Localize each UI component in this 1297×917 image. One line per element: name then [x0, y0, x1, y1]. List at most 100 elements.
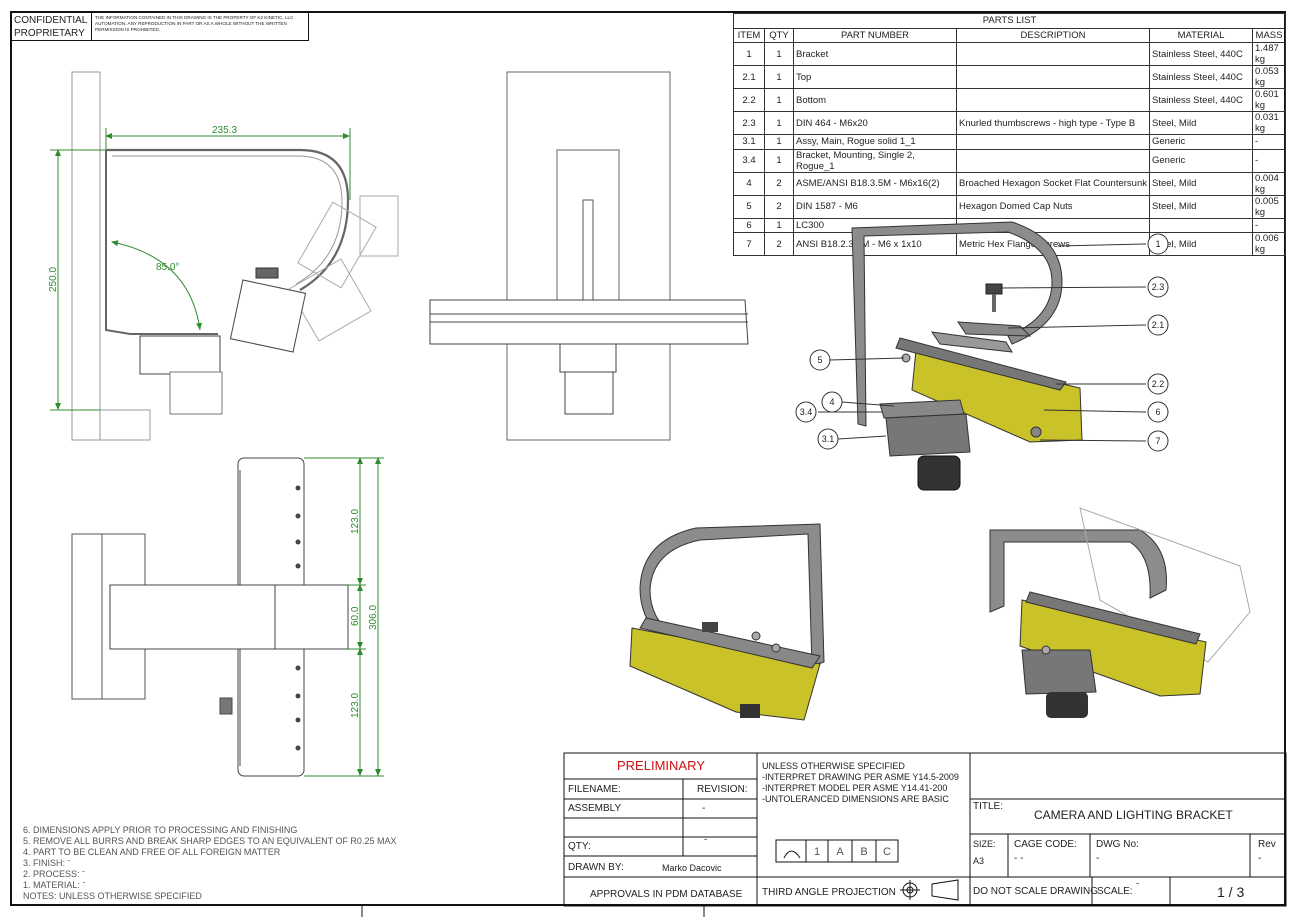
- note-line: 6. DIMENSIONS APPLY PRIOR TO PROCESSING …: [23, 825, 298, 835]
- note-line: 1. MATERIAL: ˉ: [23, 880, 86, 890]
- title-block-grid: [361, 752, 1287, 917]
- note-line: 4. PART TO BE CLEAN AND FREE OF ALL FORE…: [23, 847, 281, 857]
- sheet-number: 1 / 3: [1217, 884, 1245, 900]
- parts-list-cell: 0.004 kg: [1252, 171, 1286, 196]
- parts-list-cell: [956, 88, 1150, 112]
- note-line: 3. FINISH: ˉ: [23, 858, 71, 868]
- general-notes: 6. DIMENSIONS APPLY PRIOR TO PROCESSING …: [23, 825, 396, 902]
- parts-list-cell: Generic: [1149, 148, 1253, 173]
- note-line: NOTES: UNLESS OTHERWISE SPECIFIED: [23, 891, 202, 901]
- balloon-label: 3.4: [800, 407, 813, 417]
- parts-list-cell: 2.1: [733, 65, 765, 89]
- dimension-width-text: 235.3: [212, 125, 237, 136]
- balloon-label: 7: [1155, 436, 1160, 446]
- drawn-by-label: DRAWN BY:: [568, 862, 624, 873]
- balloon-label: 3.1: [822, 434, 835, 444]
- balloon-label: 5: [817, 355, 822, 365]
- parts-list-cell: DIN 1587 - M6: [793, 194, 957, 219]
- revision-value: -: [702, 803, 706, 814]
- rev-value: -: [1258, 853, 1262, 864]
- preliminary-status: PRELIMINARY: [617, 758, 705, 773]
- balloon-label: 1: [1155, 239, 1160, 249]
- dimension-plan-total-text: 306.0: [368, 605, 379, 630]
- parts-list-cell: 0.006 kg: [1252, 232, 1286, 256]
- confidential-divider: [91, 11, 92, 41]
- balloon-label: 6: [1155, 407, 1160, 417]
- drawn-by-value: Marko Dacovic: [662, 863, 722, 873]
- rev-label: Rev: [1258, 839, 1276, 850]
- size-value: A3: [973, 856, 985, 866]
- parts-list-cell: [956, 65, 1150, 89]
- parts-list-cell: 1.487 kg: [1252, 42, 1286, 66]
- parts-list-cell: DIN 464 - M6x20: [793, 111, 957, 135]
- parts-list-cell: 2.2: [733, 88, 765, 112]
- balloon-label: 4: [829, 397, 834, 407]
- plan-view: [71, 457, 349, 777]
- dimension-plan-mid-text: 60.0: [350, 606, 361, 626]
- proprietary-label: PROPRIETARY: [14, 28, 85, 39]
- assembled-isometric-view-right: [989, 507, 1251, 718]
- parts-list-cell: Steel, Mild: [1149, 194, 1253, 219]
- dwg-no-value: -: [1096, 853, 1100, 864]
- parts-list-cell: 4: [733, 171, 765, 196]
- balloon-label: 2.1: [1152, 320, 1165, 330]
- parts-list-cell: Stainless Steel, 440C: [1149, 65, 1253, 89]
- parts-list-cell: Broached Hexagon Socket Flat Countersunk: [956, 171, 1150, 196]
- parts-list-cell: Knurled thumbscrews - high type - Type B: [956, 111, 1150, 135]
- approvals-text: APPROVALS IN PDM DATABASE: [590, 889, 743, 900]
- scale-label: SCALE:: [1097, 886, 1133, 897]
- legal-text-line: AUTOMATION. ANY REPRODUCTION IN PART OR …: [95, 21, 287, 26]
- angle-arc: [111, 240, 203, 331]
- parts-list-cell: [956, 42, 1150, 66]
- parts-list-cell: 0.005 kg: [1252, 194, 1286, 219]
- dwg-no-label: DWG No:: [1096, 839, 1139, 850]
- qty-value: ˉ: [704, 838, 708, 849]
- parts-list-cell: 0.031 kg: [1252, 111, 1286, 135]
- filename-value: ASSEMBLY: [568, 803, 622, 814]
- legal-text-line: PERMISSION IS PROHIBITED.: [95, 27, 161, 32]
- parts-list-table: PARTS LIST ITEM QTY PART NUMBER DESCRIPT…: [733, 13, 1286, 256]
- parts-list-cell: 0.053 kg: [1252, 65, 1286, 89]
- assembled-isometric-view-left: [629, 523, 825, 721]
- do-not-scale-text: DO NOT SCALE DRAWING: [973, 886, 1099, 897]
- parts-list-cell: Bottom: [793, 88, 957, 112]
- dimension-height-text: 250.0: [48, 267, 59, 292]
- parts-list-cell: Steel, Mild: [1149, 111, 1253, 135]
- cage-code-value: - -: [1014, 853, 1024, 864]
- drawing-title: CAMERA AND LIGHTING BRACKET: [1034, 808, 1233, 822]
- datum-cell: B: [860, 846, 867, 858]
- dimension-plan-bottom-text: 123.0: [350, 693, 361, 718]
- front-elevation-view: [429, 71, 749, 441]
- confidential-box: [10, 11, 309, 41]
- side-elevation-view: [71, 71, 399, 441]
- confidential-label: CONFIDENTIAL: [14, 15, 88, 26]
- spec-line: -INTERPRET MODEL PER ASME Y14.41-200: [762, 783, 948, 793]
- exploded-isometric-view: [818, 221, 1147, 491]
- legal-text-line: THE INFORMATION CONTAINED IN THIS DRAWIN…: [95, 15, 294, 20]
- parts-list-cell: Hexagon Domed Cap Nuts: [956, 194, 1150, 219]
- parts-list-cell: Metric Hex Flange Screws: [956, 232, 1150, 256]
- spec-line: UNLESS OTHERWISE SPECIFIED: [762, 761, 905, 771]
- cage-code-label: CAGE CODE:: [1014, 839, 1077, 850]
- spec-line: -UNTOLERANCED DIMENSIONS ARE BASIC: [762, 794, 949, 804]
- projection-text: THIRD ANGLE PROJECTION: [762, 887, 896, 898]
- dimension-angle-text: 85.0°: [156, 262, 179, 273]
- filename-label: FILENAME:: [568, 784, 621, 795]
- parts-list-cell: Steel, Mild: [1149, 171, 1253, 196]
- parts-list-cell: 2: [764, 171, 794, 196]
- scale-value: ˉ: [1136, 882, 1140, 893]
- parts-list-header-row: ITEM QTY PART NUMBER DESCRIPTION MATERIA…: [733, 27, 1286, 43]
- datum-cell: A: [836, 846, 844, 858]
- dimension-plan-top-text: 123.0: [350, 509, 361, 534]
- qty-label: QTY:: [568, 841, 591, 852]
- revision-label: REVISION:: [697, 784, 748, 795]
- datum-cell: C: [883, 846, 891, 858]
- note-line: 2. PROCESS: ˉ: [23, 869, 86, 879]
- balloons: [795, 233, 1169, 452]
